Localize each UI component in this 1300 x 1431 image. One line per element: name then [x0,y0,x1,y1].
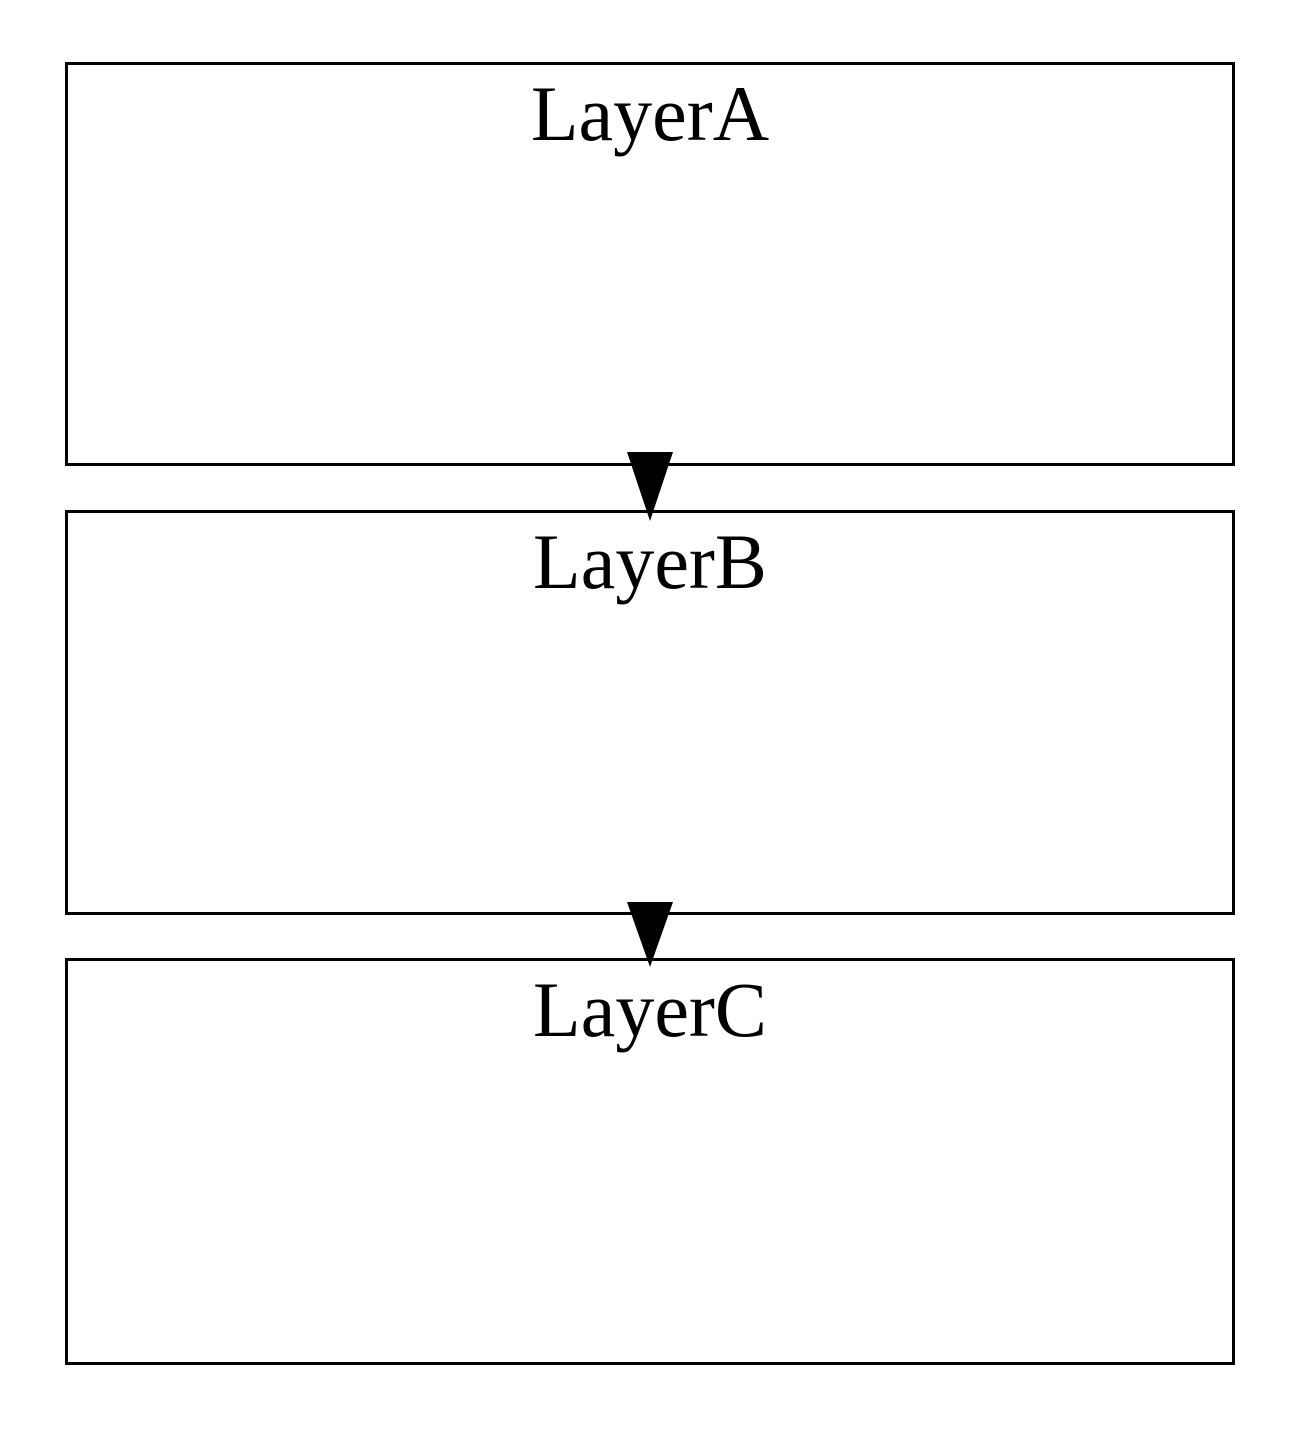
node-layer-b-label: LayerB [533,518,767,605]
node-layer-c: LayerC [65,958,1235,1365]
node-layer-c-label: LayerC [533,966,767,1053]
node-layer-a: LayerA [65,62,1235,466]
node-layer-b: LayerB [65,510,1235,915]
node-layer-a-label: LayerA [530,70,770,157]
